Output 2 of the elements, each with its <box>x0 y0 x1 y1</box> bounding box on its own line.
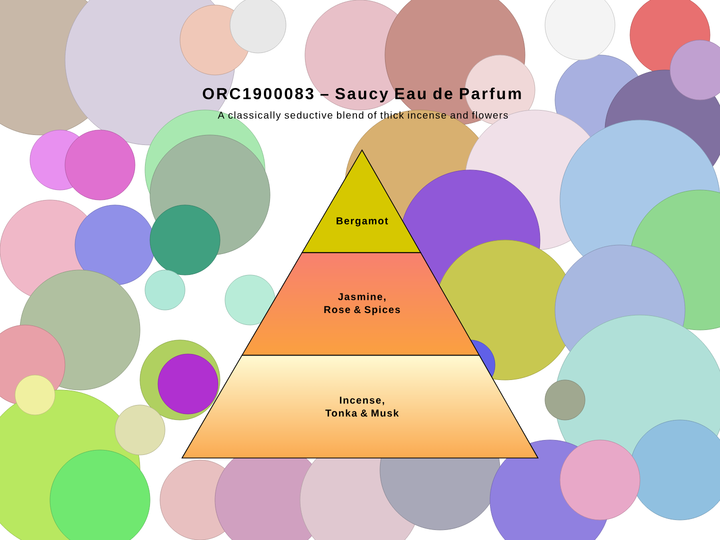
subtitle: A classically seductive blend of thick incense and flowers <box>218 111 508 121</box>
title: ORC1900083 – Saucy Eau de Parfum <box>202 88 521 102</box>
